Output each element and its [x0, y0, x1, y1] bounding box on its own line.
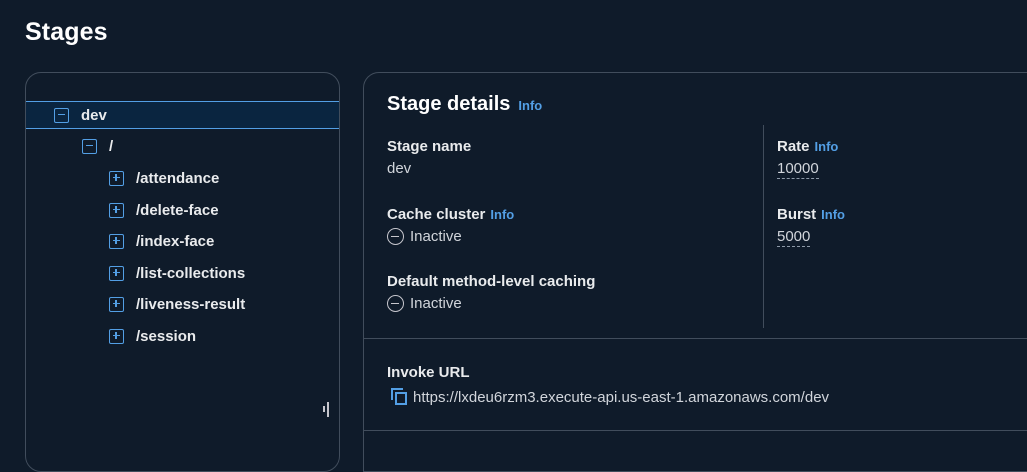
- rate-label: Rate: [777, 138, 810, 155]
- tree-item-label: /: [109, 137, 114, 155]
- stage-details-info-link[interactable]: Info: [518, 98, 543, 113]
- stage-details-panel: Stage details Info Stage name dev Cache …: [363, 72, 1027, 472]
- field-label: Cache cluster Info: [387, 206, 514, 223]
- tree-item-resource[interactable]: /delete-face: [26, 196, 339, 224]
- panel-heading: Stage details Info: [387, 93, 542, 116]
- tree-item-resource[interactable]: /liveness-result: [26, 290, 339, 318]
- burst-field: Burst Info 5000: [777, 206, 845, 247]
- expand-icon[interactable]: [109, 328, 124, 344]
- expand-icon[interactable]: [109, 170, 124, 186]
- expand-icon[interactable]: [109, 265, 124, 281]
- cache-cluster-info-link[interactable]: Info: [490, 207, 515, 222]
- burst-label: Burst: [777, 206, 817, 223]
- field-value: Inactive: [387, 228, 514, 245]
- tree-item-label: dev: [81, 106, 107, 124]
- tree-item-label: /delete-face: [136, 201, 219, 219]
- status-inactive-icon: [387, 295, 404, 312]
- panel-title: Stage details: [387, 93, 511, 115]
- stage-name-value: dev: [387, 160, 412, 177]
- cache-cluster-status: Inactive: [410, 228, 462, 245]
- expand-icon[interactable]: [109, 233, 124, 249]
- expand-icon[interactable]: [109, 296, 124, 312]
- rate-info-link[interactable]: Info: [814, 139, 839, 154]
- default-caching-status: Inactive: [410, 295, 462, 312]
- stage-name-field: Stage name dev: [387, 138, 471, 177]
- column-divider: [763, 125, 764, 328]
- field-label: Invoke URL: [387, 364, 829, 381]
- field-value: 5000: [777, 228, 845, 247]
- tree-item-resource[interactable]: /index-face: [26, 227, 339, 255]
- tree-item-resource[interactable]: /list-collections: [26, 259, 339, 287]
- tree-item-label: /attendance: [136, 169, 220, 187]
- page-title: Stages: [25, 18, 108, 46]
- cache-cluster-field: Cache cluster Info Inactive: [387, 206, 514, 245]
- default-caching-label: Default method-level caching: [387, 273, 596, 290]
- stage-name-label: Stage name: [387, 138, 472, 155]
- field-label: Default method-level caching: [387, 273, 595, 290]
- burst-value[interactable]: 5000: [777, 228, 811, 247]
- field-value: dev: [387, 160, 471, 177]
- copy-icon[interactable]: [387, 387, 409, 407]
- tree-item-resource[interactable]: /attendance: [26, 164, 339, 192]
- field-value: 10000: [777, 160, 838, 179]
- rate-field: Rate Info 10000: [777, 138, 838, 179]
- default-caching-field: Default method-level caching Inactive: [387, 273, 595, 312]
- rate-value[interactable]: 10000: [777, 160, 819, 179]
- field-label: Rate Info: [777, 138, 838, 155]
- resize-handle-icon[interactable]: [323, 401, 331, 417]
- section-divider: [364, 430, 1027, 431]
- tree-item-label: /list-collections: [136, 264, 246, 282]
- tree-item-label: /liveness-result: [136, 295, 246, 313]
- expand-icon[interactable]: [109, 202, 124, 218]
- resource-tree-panel: dev / /attendance /delete-face /index-fa…: [25, 72, 340, 472]
- field-label: Burst Info: [777, 206, 845, 223]
- invoke-url-value[interactable]: https://lxdeu6rzm3.execute-api.us-east-1…: [413, 388, 830, 406]
- tree-item-resource[interactable]: /session: [26, 322, 339, 350]
- field-value: Inactive: [387, 295, 595, 312]
- tree-item-stage-dev[interactable]: dev: [26, 101, 339, 129]
- section-divider: [364, 338, 1027, 339]
- burst-info-link[interactable]: Info: [821, 207, 845, 222]
- tree-item-label: /session: [136, 327, 197, 345]
- collapse-icon[interactable]: [82, 138, 97, 154]
- cache-cluster-label: Cache cluster: [387, 206, 486, 223]
- invoke-url-label: Invoke URL: [387, 364, 470, 381]
- invoke-url-row: https://lxdeu6rzm3.execute-api.us-east-1…: [387, 387, 829, 407]
- field-label: Stage name: [387, 138, 471, 155]
- tree-item-label: /index-face: [136, 232, 215, 250]
- collapse-icon[interactable]: [54, 107, 69, 123]
- status-inactive-icon: [387, 228, 404, 245]
- invoke-url-field: Invoke URL https://lxdeu6rzm3.execute-ap…: [387, 364, 829, 407]
- tree-item-root[interactable]: /: [26, 132, 339, 160]
